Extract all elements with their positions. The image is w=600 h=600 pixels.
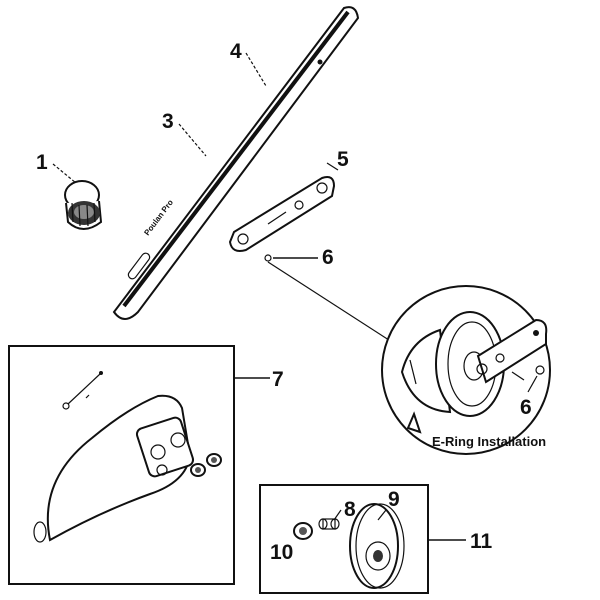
callout-5: 5: [337, 148, 349, 171]
callout-8: 10: [270, 541, 293, 564]
leader-1: [52, 163, 77, 184]
clutch-drum-10-part: [349, 503, 405, 589]
callout-3: 3: [162, 110, 174, 133]
bar-plate-part: [228, 176, 336, 252]
cover-nut-part: [190, 453, 222, 477]
callout-6: 6: [322, 246, 334, 269]
callout-6-detail: 6: [520, 396, 532, 419]
leader-9: [333, 509, 342, 521]
callout-4: 4: [230, 40, 242, 63]
callout-11: 11: [470, 530, 493, 553]
leader-6-detail: [527, 375, 538, 393]
leader-3: [178, 123, 207, 157]
callout-9: 8: [344, 498, 356, 521]
bar-nut-part: [64, 180, 103, 230]
leader-5: [326, 162, 339, 171]
nut-8-part: [293, 522, 313, 540]
e-ring-detail-view: [381, 285, 551, 455]
callout-1: 1: [36, 151, 48, 174]
detail-caption: E-Ring Installation: [432, 434, 546, 449]
e-ring-part: [264, 254, 272, 262]
chain-cover-box: [8, 345, 235, 585]
detail-pointer-line: [267, 261, 393, 343]
leader-4: [245, 52, 267, 87]
bar-imprint: Poulan Pro: [142, 198, 175, 237]
callout-7: 7: [272, 368, 284, 391]
clutch-drum-box: [259, 484, 429, 594]
leader-10: [377, 509, 387, 521]
callout-10: 9: [388, 488, 400, 511]
